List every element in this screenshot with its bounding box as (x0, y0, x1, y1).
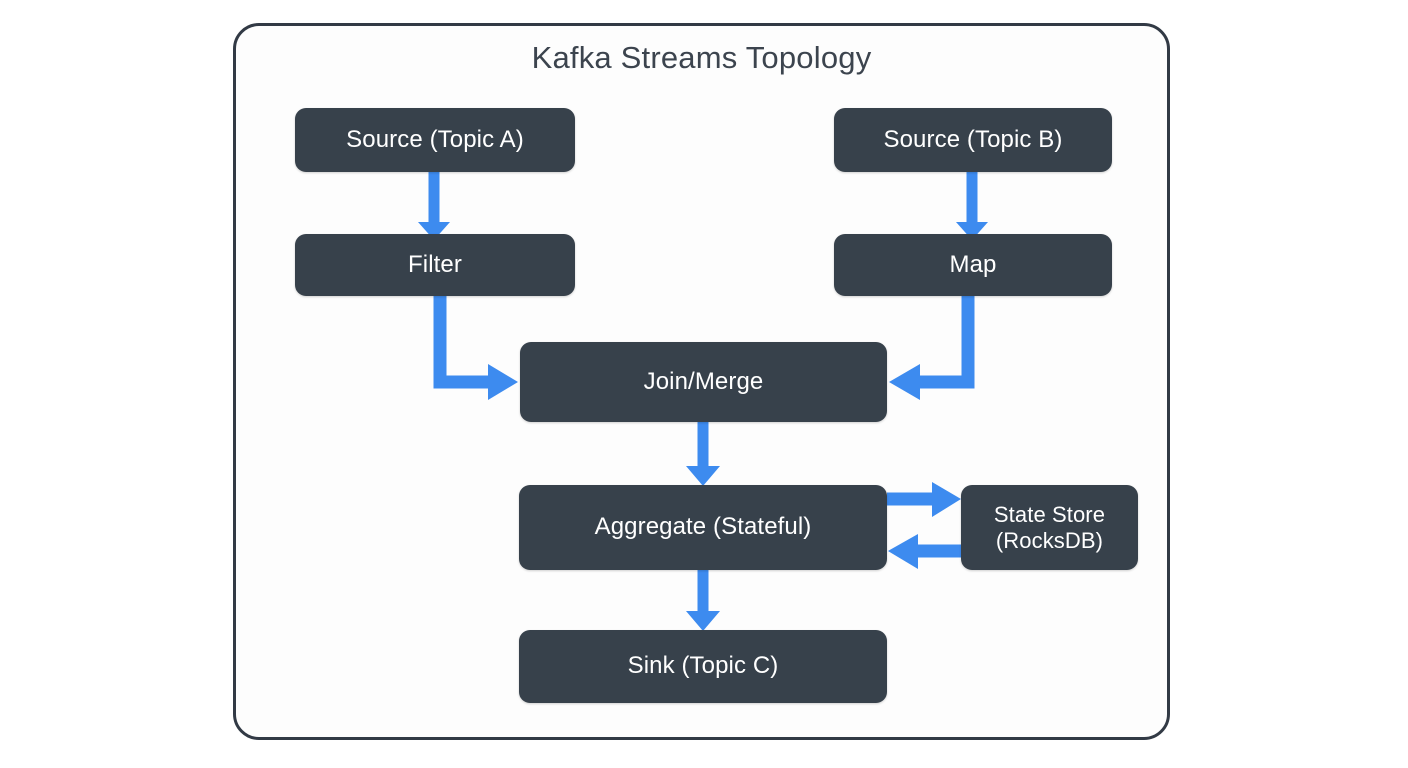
node-filter-label: Filter (408, 250, 462, 278)
node-join-merge[interactable]: Join/Merge (520, 342, 887, 422)
node-state-store-label: State Store (RocksDB) (993, 501, 1106, 553)
node-source-topic-b[interactable]: Source (Topic B) (834, 108, 1112, 172)
node-filter[interactable]: Filter (295, 234, 575, 296)
node-sink-topic-c-label: Sink (Topic C) (627, 652, 779, 680)
node-map-label: Map (949, 250, 997, 278)
node-aggregate-stateful[interactable]: Aggregate (Stateful) (519, 485, 887, 570)
node-source-topic-a[interactable]: Source (Topic A) (295, 108, 575, 172)
node-source-topic-b-label: Source (Topic B) (883, 125, 1063, 153)
node-aggregate-stateful-label: Aggregate (Stateful) (594, 513, 812, 541)
node-sink-topic-c[interactable]: Sink (Topic C) (519, 630, 887, 703)
diagram-title: Kafka Streams Topology (531, 40, 872, 75)
node-join-merge-label: Join/Merge (643, 367, 764, 395)
node-source-topic-a-label: Source (Topic A) (346, 125, 524, 153)
node-state-store[interactable]: State Store (RocksDB) (961, 485, 1138, 570)
node-map[interactable]: Map (834, 234, 1112, 296)
